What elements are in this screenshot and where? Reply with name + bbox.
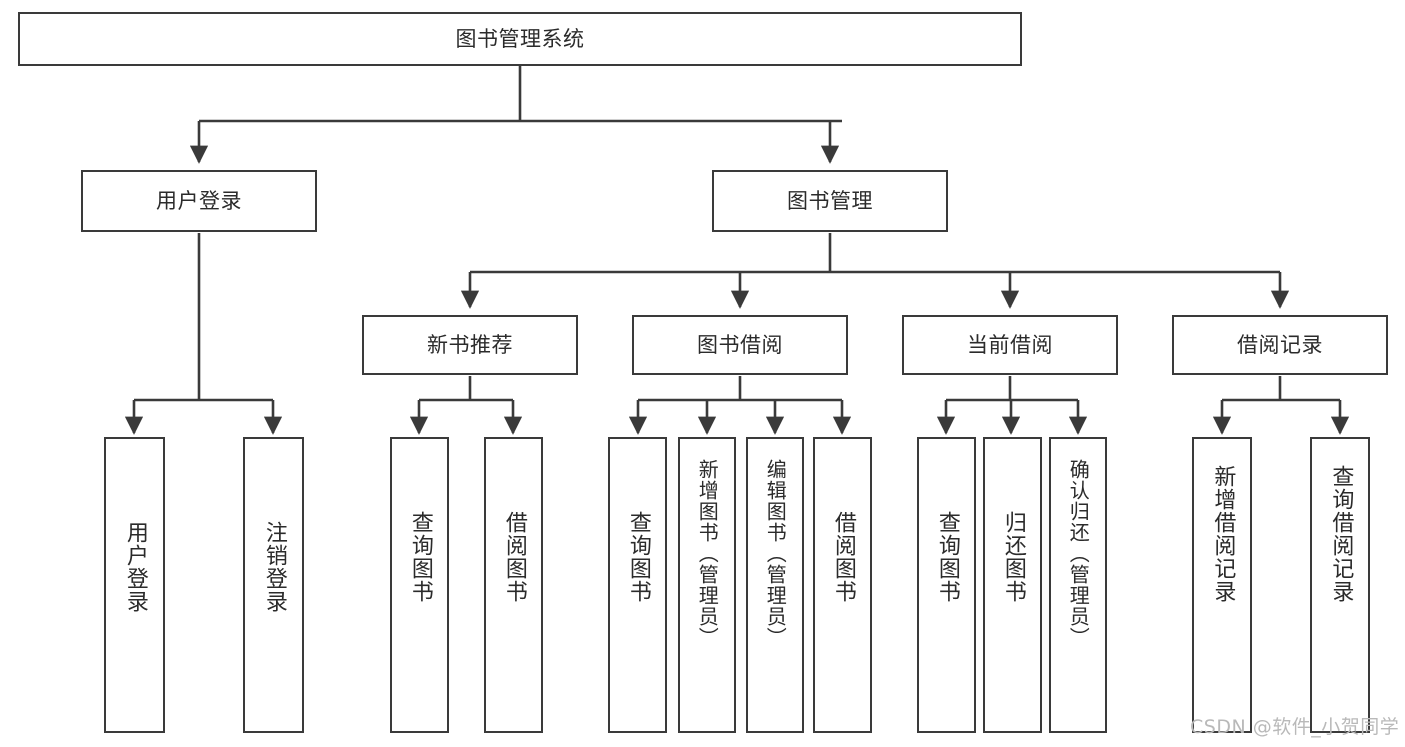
node-borrow-record[interactable]: 借阅记录	[1172, 315, 1388, 375]
node-label: 查询图书	[625, 511, 651, 603]
leaf-borrow-record-add-record[interactable]: 新增借阅记录	[1192, 437, 1252, 733]
leaf-current-borrow-confirm-return[interactable]: 确认归还（管理员）	[1049, 437, 1107, 733]
node-book-borrow[interactable]: 图书借阅	[632, 315, 848, 375]
node-label: 图书管理	[787, 188, 873, 213]
leaf-user-login-login[interactable]: 用户登录	[104, 437, 165, 733]
leaf-new-book-borrow-book[interactable]: 借阅图书	[484, 437, 543, 733]
node-label: 借阅图书	[830, 511, 856, 603]
node-label: 借阅图书	[501, 511, 527, 603]
leaf-new-book-query-book[interactable]: 查询图书	[390, 437, 449, 733]
node-new-book-recommend[interactable]: 新书推荐	[362, 315, 578, 375]
node-label: 用户登录	[156, 188, 242, 213]
node-label: 新书推荐	[427, 332, 513, 357]
node-label: 当前借阅	[967, 332, 1053, 357]
node-label: 查询图书	[407, 511, 433, 603]
node-book-management[interactable]: 图书管理	[712, 170, 948, 232]
node-label: 确认归还（管理员）	[1066, 459, 1091, 648]
node-root-system[interactable]: 图书管理系统	[18, 12, 1022, 66]
node-label: 新增借阅记录	[1210, 465, 1236, 603]
node-label: 查询图书	[934, 511, 960, 603]
leaf-current-borrow-return-book[interactable]: 归还图书	[983, 437, 1042, 733]
csdn-watermark: CSDN @软件_小贺同学	[1190, 716, 1400, 738]
node-label: 图书借阅	[697, 332, 783, 357]
leaf-user-login-logout[interactable]: 注销登录	[243, 437, 304, 733]
node-label: 查询借阅记录	[1328, 465, 1354, 603]
leaf-current-borrow-query-book[interactable]: 查询图书	[917, 437, 976, 733]
node-label: 归还图书	[1000, 511, 1026, 603]
node-label: 注销登录	[261, 521, 287, 613]
leaf-book-borrow-borrow-book[interactable]: 借阅图书	[813, 437, 872, 733]
node-label: 新增图书（管理员）	[695, 459, 720, 648]
node-user-login[interactable]: 用户登录	[81, 170, 317, 232]
node-label: 编辑图书（管理员）	[763, 459, 788, 648]
leaf-book-borrow-edit-book[interactable]: 编辑图书（管理员）	[746, 437, 804, 733]
node-label: 借阅记录	[1237, 332, 1323, 357]
leaf-book-borrow-add-book[interactable]: 新增图书（管理员）	[678, 437, 736, 733]
node-label: 用户登录	[122, 521, 148, 613]
leaf-borrow-record-query-record[interactable]: 查询借阅记录	[1310, 437, 1370, 733]
node-current-borrow[interactable]: 当前借阅	[902, 315, 1118, 375]
leaf-book-borrow-query-book[interactable]: 查询图书	[608, 437, 667, 733]
node-label: 图书管理系统	[455, 26, 585, 51]
